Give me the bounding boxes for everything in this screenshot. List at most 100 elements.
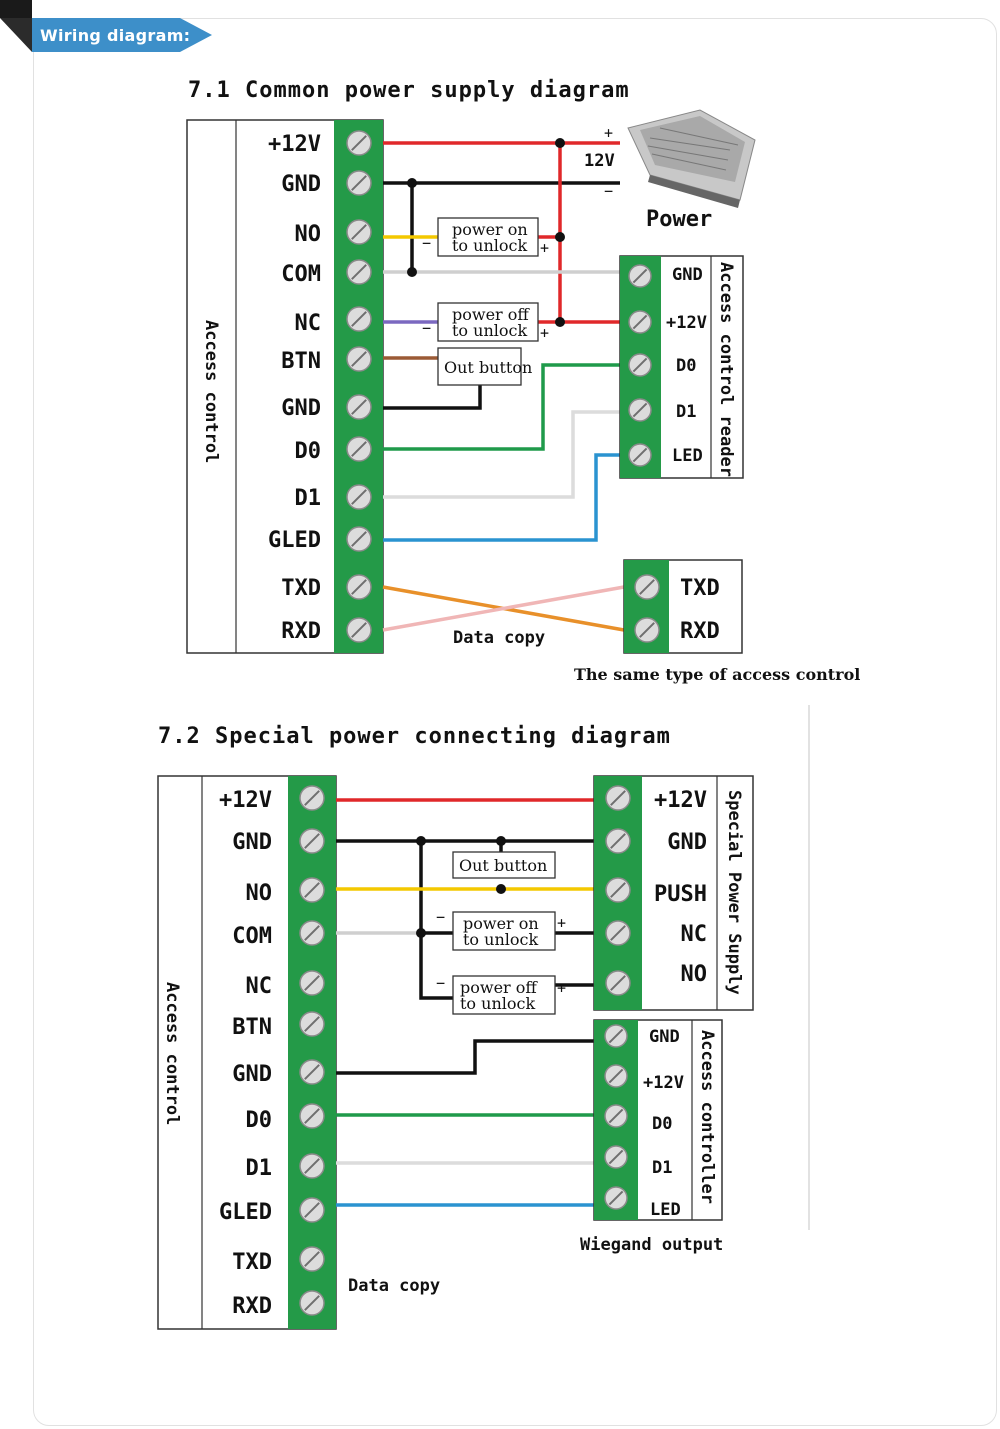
controller2-terminal-strip: [288, 776, 336, 1329]
d2-screws: [299, 785, 325, 1316]
d2-term-label: D0: [246, 1108, 273, 1133]
d1-copy-caption: The same type of access control: [574, 665, 860, 684]
d2-minus: −: [436, 974, 445, 992]
d2-wire-gnd2: [336, 1039, 594, 1075]
d2-power-on-line2: to unlock: [463, 930, 538, 949]
d2-term-label: GND: [232, 830, 272, 855]
screw-slot: [351, 622, 367, 638]
reader-term-label: D0: [676, 356, 696, 376]
screw-slot: [304, 833, 320, 849]
reader-label: Access control reader: [716, 262, 736, 477]
screw-slot: [632, 357, 648, 373]
screw-slot: [351, 489, 367, 505]
screw-slot: [610, 882, 626, 898]
d2-power-off-box: [452, 975, 556, 1015]
reader-term-label: LED: [672, 446, 703, 466]
supply-term-label: NC: [681, 922, 708, 947]
screw-slot: [351, 224, 367, 240]
screw-slot: [351, 264, 367, 280]
copy-term-label: TXD: [680, 576, 720, 601]
d1-term-label: BTN: [281, 349, 321, 374]
banner-shape: [0, 0, 212, 52]
wire-gled: [383, 453, 620, 542]
screw-slot: [351, 399, 367, 415]
screw-slot: [304, 882, 320, 898]
d1-term-label: GND: [281, 172, 321, 197]
screw-slot: [304, 1108, 320, 1124]
screw-slot: [351, 351, 367, 367]
supply-term-label: GND: [667, 830, 707, 855]
screw-slot: [351, 175, 367, 191]
controller2b-term-label: D1: [652, 1158, 672, 1178]
d1-out-button-label: Out button: [444, 358, 532, 377]
screw-slot: [608, 1190, 624, 1206]
d1-data-copy: Data copy: [453, 628, 545, 648]
screw-slot: [304, 1251, 320, 1267]
screw-slot: [632, 402, 648, 418]
copy-term-label: RXD: [680, 619, 720, 644]
d2-term-label: D1: [246, 1156, 273, 1181]
d2-power-off-line2: to unlock: [460, 994, 535, 1013]
d1-term-label: COM: [281, 262, 321, 287]
wiegand-label: Wiegand output: [580, 1235, 723, 1255]
controller1-label: Access control: [201, 320, 221, 463]
diagram2-title: 7.2 Special power connecting diagram: [158, 724, 671, 749]
screw-slot: [610, 975, 626, 991]
copy-screws: [634, 574, 660, 643]
screw-slot: [608, 1108, 624, 1124]
d2-term-label: BTN: [232, 1015, 272, 1040]
screw-slot: [639, 579, 655, 595]
supply-label: Special Power Supply: [724, 790, 744, 995]
d2-term-label: NC: [246, 974, 273, 999]
psu-plus: +: [604, 124, 613, 142]
d1-plus: +: [540, 239, 549, 257]
supply-screws: [605, 785, 631, 996]
d1-term-label: NO: [295, 222, 322, 247]
reader-term-label: +12V: [666, 313, 707, 333]
d2-term-label: GND: [232, 1062, 272, 1087]
section-banner: Wiring diagram:: [0, 0, 220, 64]
d2-term-label: COM: [232, 924, 272, 949]
power-supply-icon: [627, 109, 756, 208]
wire-d1: [383, 410, 620, 499]
d2-power-on-line1: power on: [463, 914, 539, 933]
d2-power-off-line1: power off: [460, 978, 538, 997]
d2-term-label: NO: [246, 881, 273, 906]
screw-slot: [304, 790, 320, 806]
d1-power-on-line1: power on: [452, 220, 528, 239]
d2-data-copy: Data copy: [348, 1276, 440, 1296]
reader-term-label: GND: [672, 265, 703, 285]
diagram1: Access control +12V GND NO COM NC BTN GN…: [186, 109, 860, 684]
d1-power-off-box: [437, 302, 539, 342]
controller2b-term-label: LED: [650, 1200, 681, 1220]
supply-term-label: +12V: [654, 788, 707, 813]
d1-term-label: GND: [281, 396, 321, 421]
screw-slot: [304, 1064, 320, 1080]
controller2b-label: Access controller: [697, 1030, 717, 1204]
screw-slot: [608, 1149, 624, 1165]
d2-term-label: GLED: [219, 1200, 272, 1225]
d1-term-label: +12V: [268, 132, 321, 157]
d2-power-on-box: [452, 911, 556, 951]
d2-term-label: TXD: [232, 1250, 272, 1275]
d2-plus: +: [557, 914, 566, 932]
d1-screws: [346, 130, 372, 643]
d1-power-off-line2: to unlock: [452, 321, 527, 340]
d1-minus: −: [422, 234, 431, 252]
psu-voltage: 12V: [584, 151, 615, 171]
controller2b-term-label: GND: [649, 1027, 680, 1047]
d1-term-label: TXD: [281, 576, 321, 601]
psu-label: Power: [646, 207, 712, 232]
banner-title: Wiring diagram:: [40, 26, 191, 45]
screw-slot: [304, 1202, 320, 1218]
screw-slot: [351, 579, 367, 595]
screw-slot: [639, 622, 655, 638]
screw-slot: [304, 1158, 320, 1174]
screw-slot: [608, 1028, 624, 1044]
diagram1-title: 7.1 Common power supply diagram: [188, 78, 630, 103]
d1-power-on-box: [437, 217, 539, 257]
d2-term-label: +12V: [219, 788, 272, 813]
screw-slot: [610, 833, 626, 849]
controller2b-term-label: D0: [652, 1114, 672, 1134]
